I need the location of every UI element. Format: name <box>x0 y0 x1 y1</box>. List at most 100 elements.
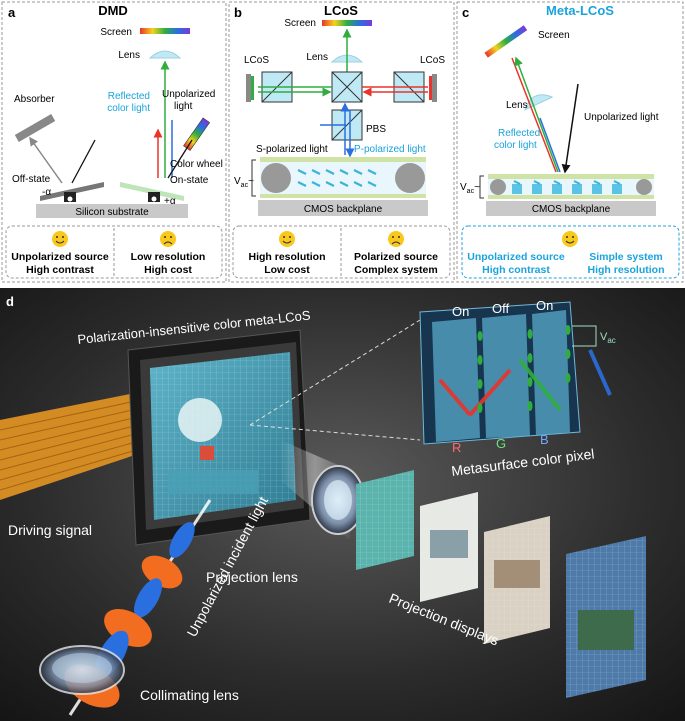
reflected-label-c1: Reflected <box>498 128 540 139</box>
vac-label-d: Vac <box>600 331 616 345</box>
meta-lcos-device <box>127 329 311 546</box>
panel-d-letter: d <box>6 294 14 309</box>
vac-bracket-d <box>572 325 597 347</box>
lcos-left-green <box>251 76 254 100</box>
panel-c-title: Meta-LCoS <box>546 3 614 18</box>
top-electrode-b <box>260 157 426 162</box>
smile-icon <box>562 231 578 247</box>
panel-b-title: LCoS <box>324 3 358 18</box>
zoom-line-top <box>249 319 421 426</box>
silicon-substrate <box>36 204 188 218</box>
top-electrode-c <box>488 174 654 179</box>
screen-label-a: Screen <box>100 27 132 38</box>
cons-a-line2: High cost <box>144 264 192 276</box>
substrate-label: Silicon substrate <box>75 207 149 218</box>
g-label: G <box>496 436 506 451</box>
lc-molecules-b <box>297 169 377 187</box>
summary-box-a <box>5 225 223 279</box>
screen-label-c: Screen <box>538 30 570 41</box>
spacer-left-b <box>261 163 291 193</box>
hinge-right <box>151 196 157 202</box>
reflected-label-a1: Reflected <box>108 91 150 102</box>
reflected-label-a2: color light <box>107 103 150 114</box>
collimating-lens <box>39 645 125 695</box>
lens-label-c: Lens <box>506 100 528 111</box>
panel-c-letter: c <box>462 5 469 20</box>
off-state-label: Off-state <box>12 174 51 185</box>
on-state-label: On-state <box>170 175 209 186</box>
unpolarized-beam-a <box>167 139 193 179</box>
prism-center <box>331 71 363 103</box>
metasurface-blocks-c <box>512 184 622 194</box>
s-pol-label: S-polarized light <box>256 144 328 155</box>
lcos-right-chip <box>432 74 437 102</box>
incident-beam-off <box>71 139 96 184</box>
lens-label-b: Lens <box>306 52 328 63</box>
lc-molecules-c <box>513 180 621 185</box>
b-label: B <box>540 432 549 447</box>
pros-b-line2: Low cost <box>264 264 310 276</box>
off-reflected-beam <box>29 136 63 184</box>
unpolarized-label-a2: light <box>174 101 193 112</box>
summary-box-c <box>461 225 680 279</box>
cmos-backplane-b <box>258 200 428 216</box>
metasurface-pixel-inset <box>419 301 612 445</box>
panel-a: a DMD Screen Lens Reflected color light … <box>1 1 227 283</box>
pbs-label: PBS <box>366 124 386 135</box>
pos-alpha-label: +α <box>164 196 176 207</box>
cons-a-line1: Low resolution <box>131 251 206 263</box>
red-beam-c <box>511 57 557 173</box>
off-label: Off <box>492 301 509 316</box>
projection-display-3 <box>484 516 550 644</box>
on-mirror <box>120 182 184 201</box>
panel-b-border <box>228 1 455 283</box>
panel-a-title: DMD <box>98 3 128 18</box>
projection-display-2 <box>420 492 478 602</box>
panel-a-letter: a <box>8 5 16 20</box>
on-label-2: On <box>536 298 553 313</box>
driving-signal-cable <box>0 390 151 500</box>
smile-icon <box>279 231 295 247</box>
lens-label-a: Lens <box>118 50 140 61</box>
screen-bar-b <box>322 20 372 26</box>
screen-bar-a <box>140 28 190 34</box>
pros-c-line2: High contrast <box>482 264 550 276</box>
panel-b: b LCoS Screen Lens LCoS LCoS PBS <box>228 1 455 283</box>
bottom-electrode-b <box>260 194 426 198</box>
lcos-left-chip <box>246 74 251 102</box>
color-wheel <box>183 117 211 151</box>
color-wheel-label: Color wheel <box>170 159 223 170</box>
green-beam-c <box>514 56 559 173</box>
smile-icon <box>52 231 68 247</box>
zoom-line-bottom <box>249 424 421 441</box>
lens-a <box>148 50 182 59</box>
hinge-left <box>67 196 73 202</box>
p-pol-label: P-polarized light <box>354 144 426 155</box>
lcos-left-label: LCoS <box>244 55 269 66</box>
panel-a-border <box>1 1 227 283</box>
unpolarized-label-c: Unpolarized light <box>584 112 659 123</box>
pros-c-line1: Unpolarized source <box>467 251 565 263</box>
cons-b-line1: Polarized source <box>354 251 438 263</box>
absorber-label: Absorber <box>14 94 55 105</box>
cons-b-line2: Complex system <box>354 264 437 276</box>
vac-label-c: Vac~ <box>460 182 480 195</box>
panel-c: c Meta-LCoS Screen Lens Unpolarized ligh… <box>456 1 684 283</box>
screen-label-b: Screen <box>284 18 316 29</box>
summary-box-b <box>232 225 451 279</box>
on-label-1: On <box>452 304 469 319</box>
lcos-right-label: LCoS <box>420 55 445 66</box>
vac-bracket-b <box>251 159 256 197</box>
incident-beam-c <box>561 83 579 174</box>
pros-c-line3: Simple system <box>589 251 663 263</box>
projection-display-4 <box>566 536 646 698</box>
neg-alpha-label: -α <box>42 187 51 198</box>
blue-beam-c <box>539 117 561 173</box>
collimating-lens-label: Collimating lens <box>140 687 239 703</box>
spacer-right-b <box>395 163 425 193</box>
panel-c-border <box>456 1 684 283</box>
off-mirror <box>40 182 104 201</box>
driving-signal-label: Driving signal <box>8 522 92 538</box>
screen-bar-c <box>484 25 528 58</box>
